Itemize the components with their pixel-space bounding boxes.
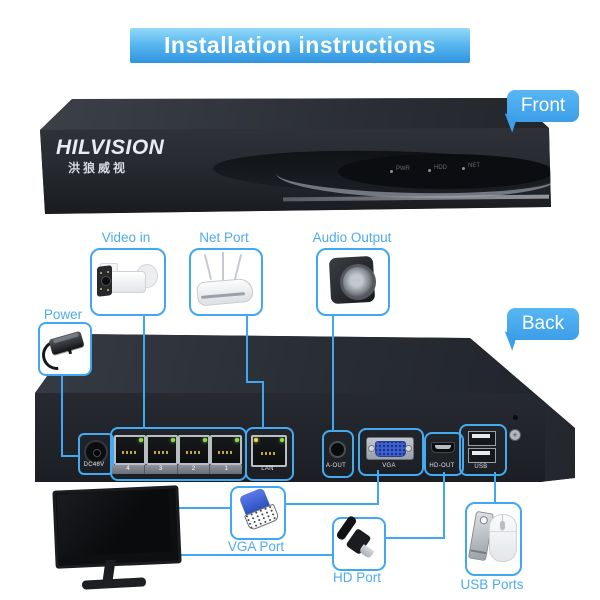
ground-screw-icon: +	[509, 429, 521, 441]
netport-line-v1	[246, 311, 248, 383]
lan-port-outline	[245, 427, 294, 481]
aout-port-outline	[322, 430, 354, 478]
power-led	[390, 170, 393, 173]
lan-port-label: LAN	[261, 466, 274, 472]
net-port-label: Net Port	[199, 230, 249, 245]
usb-ports-box	[465, 502, 522, 576]
poe-port-4	[114, 435, 146, 465]
dc-port-outline	[78, 433, 114, 475]
mouse-icon	[489, 514, 517, 562]
hd-port-callout-label: HD Port	[332, 570, 381, 585]
netport-line-h	[246, 381, 264, 383]
router-icon	[191, 250, 261, 314]
audio-line	[332, 311, 334, 431]
videoin-line	[143, 311, 145, 428]
power-label: Power	[43, 307, 83, 322]
monitor-hd-line	[164, 554, 332, 556]
hdout-port-outline	[424, 432, 464, 476]
vga-port-callout-label: VGA Port	[227, 539, 285, 554]
power-led-label: PWR	[396, 166, 410, 172]
poe-port-1	[210, 435, 242, 465]
monitor-vga-line	[168, 507, 230, 509]
reset-hole	[513, 415, 518, 420]
poe-port-2	[178, 435, 210, 465]
dc-jack	[84, 440, 108, 464]
net-led-label: NET	[468, 163, 480, 169]
poe-number-strip: 4 3 2 1	[112, 465, 242, 474]
vga-connector-socket	[366, 437, 414, 460]
front-swoosh-inner	[338, 154, 551, 189]
usb-ports-outline	[459, 424, 507, 476]
net-led	[462, 167, 465, 170]
dc-jack-pin	[93, 449, 101, 457]
poe-number-1: 1	[224, 466, 228, 472]
usb-ports-label-panel: USB	[474, 464, 488, 470]
netport-line-v2	[262, 381, 264, 428]
hdmi-socket	[431, 442, 455, 453]
speaker-icon	[318, 250, 388, 314]
lan-port	[251, 435, 287, 467]
nvr-front-view: HILVISION 洪狼威视 PWR HDD NET	[40, 98, 551, 214]
power-adapter-icon	[35, 324, 90, 377]
vga-port-label: VGA	[382, 463, 396, 469]
usb-line-v	[494, 472, 496, 503]
power-line-v	[61, 372, 63, 457]
nvr-front-top-face	[40, 98, 549, 130]
poe-number-2: 2	[178, 465, 211, 474]
video-in-label: Video in	[101, 230, 151, 245]
audio-jack	[329, 441, 346, 458]
vga-line-h	[281, 503, 379, 505]
video-in-box	[90, 248, 166, 316]
vga-port-box	[230, 486, 286, 540]
usb-ports-callout-label: USB Ports	[460, 577, 524, 592]
dc-port-label: DC48V	[83, 462, 105, 468]
poe-number-3: 3	[145, 465, 178, 474]
brand-logo: HILVISION	[56, 136, 165, 159]
back-tag-tail-icon	[499, 331, 518, 351]
poe-number-4: 4	[112, 465, 145, 474]
hd-line-v	[443, 472, 445, 539]
hdmi-cable-icon	[334, 514, 384, 569]
usb-socket-top	[468, 431, 496, 446]
hdout-port-label: HD-OUT	[429, 463, 455, 469]
nvr-back-view: DC48V 4 3 2 1 LAN A-OUT VGA	[35, 334, 575, 482]
hd-port-box	[332, 514, 386, 571]
vga-connector-icon	[225, 480, 292, 546]
net-port-box	[189, 248, 263, 316]
page-title: Installation instructions	[130, 28, 470, 63]
hd-line-h	[382, 537, 445, 539]
front-view-tag: Front	[499, 90, 579, 133]
hdd-led-label: HDD	[434, 165, 447, 171]
aout-port-label: A-OUT	[325, 463, 347, 469]
nvr-back-top-face	[35, 334, 545, 393]
vga-port-outline	[358, 428, 424, 476]
power-box	[35, 322, 92, 377]
audio-output-label: Audio Output	[312, 230, 392, 245]
back-view-tag: Back	[499, 308, 579, 351]
power-line-h	[61, 455, 79, 457]
monitor-icon	[42, 484, 187, 592]
hdd-led	[428, 169, 431, 172]
back-view-tag-label: Back	[521, 313, 565, 334]
vga-line-v	[377, 470, 379, 505]
camera-icon	[92, 250, 164, 314]
front-view-tag-label: Front	[520, 95, 566, 116]
poe-port-3	[146, 435, 178, 465]
brand-logo-cn: 洪狼威视	[68, 161, 129, 175]
audio-output-box	[316, 248, 390, 316]
usb-socket-bottom	[468, 448, 496, 463]
